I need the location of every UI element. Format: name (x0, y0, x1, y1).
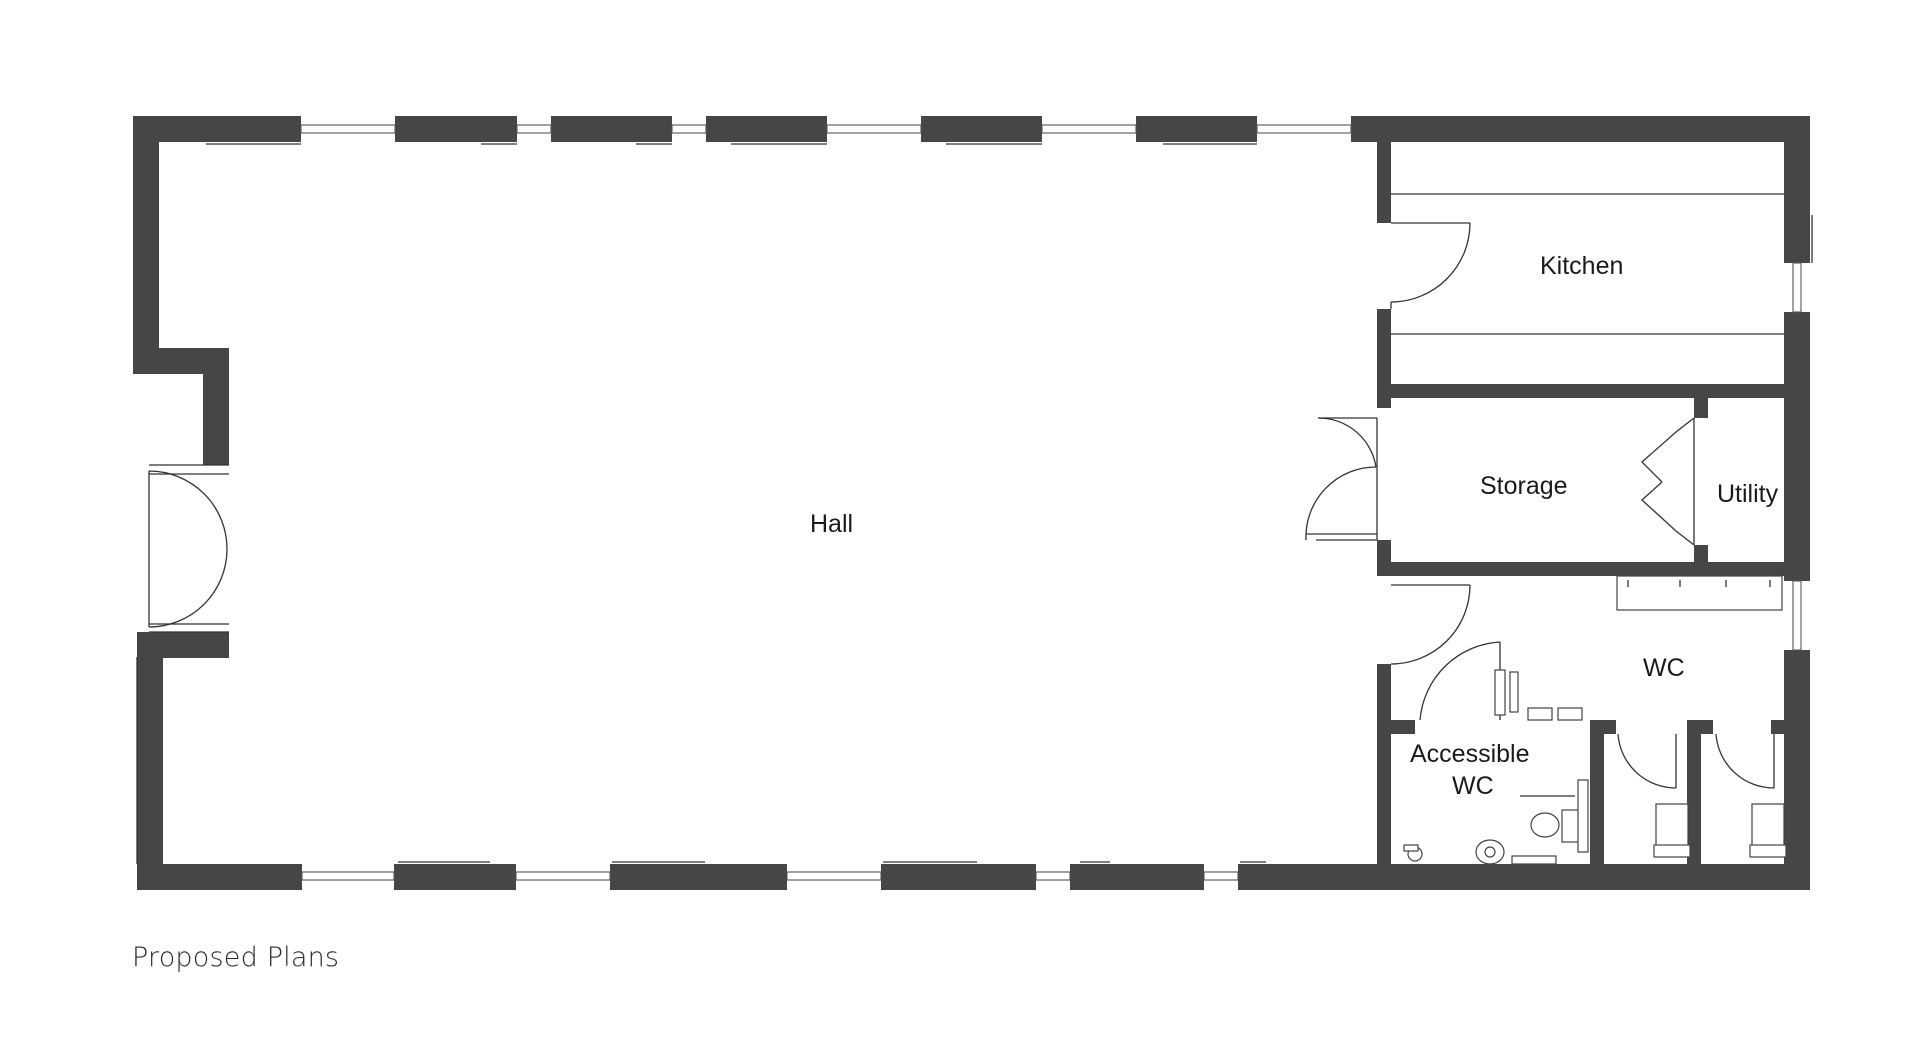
wc-fittings (1390, 575, 1787, 865)
outer-walls (133, 116, 1810, 890)
kitchen-label: Kitchen (1540, 252, 1623, 280)
storage-double-door (1305, 417, 1378, 541)
hall-label: Hall (810, 510, 853, 538)
left-double-door (148, 464, 229, 633)
internal-walls (1377, 142, 1784, 864)
accessible-wc-label-line1: Accessible (1410, 740, 1530, 768)
kitchen-fittings (1390, 193, 1784, 335)
utility-label: Utility (1717, 480, 1779, 508)
wc-label: WC (1643, 654, 1685, 682)
utility-bifold-door (1641, 417, 1695, 546)
storage-label: Storage (1480, 472, 1568, 500)
windows-right (1792, 215, 1813, 651)
drawing-caption: Proposed Plans (132, 942, 340, 973)
accessible-wc-label-line2: WC (1452, 772, 1494, 800)
windows-bottom (136, 657, 1266, 881)
windows-top (206, 124, 1352, 145)
